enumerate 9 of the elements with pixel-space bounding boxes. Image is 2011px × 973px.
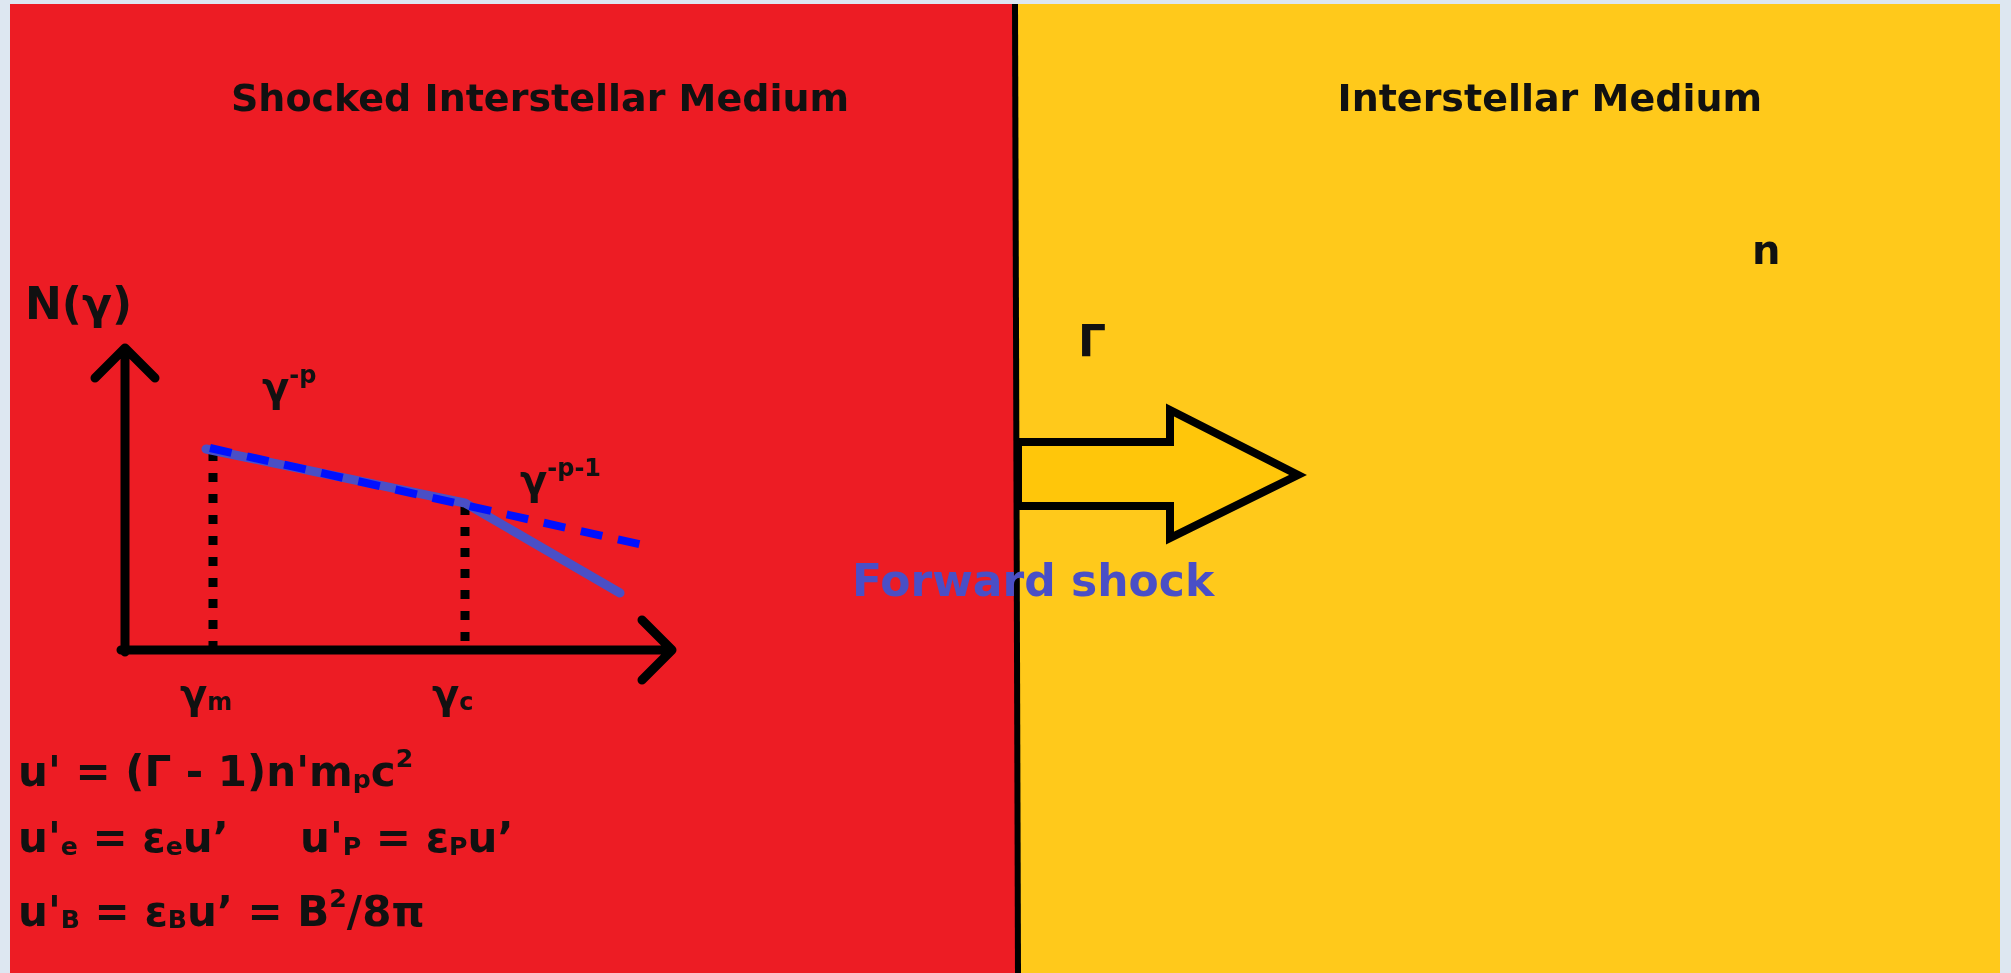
region-heading: Interstellar Medium bbox=[1337, 76, 1763, 120]
region-heading: Shocked Interstellar Medium bbox=[231, 76, 850, 120]
tick-label: γ$_{c}$ bbox=[432, 672, 474, 716]
power-law-label: γ$^{-p-1}$ bbox=[520, 455, 602, 502]
symbol-label: n bbox=[1752, 228, 1781, 272]
symbol-label: Γ bbox=[1078, 318, 1107, 367]
axis-label: N(γ) bbox=[25, 280, 132, 329]
tick-label: γ$_{m}$ bbox=[180, 672, 233, 716]
power-law-label: γ$^{-p}$ bbox=[262, 362, 317, 409]
